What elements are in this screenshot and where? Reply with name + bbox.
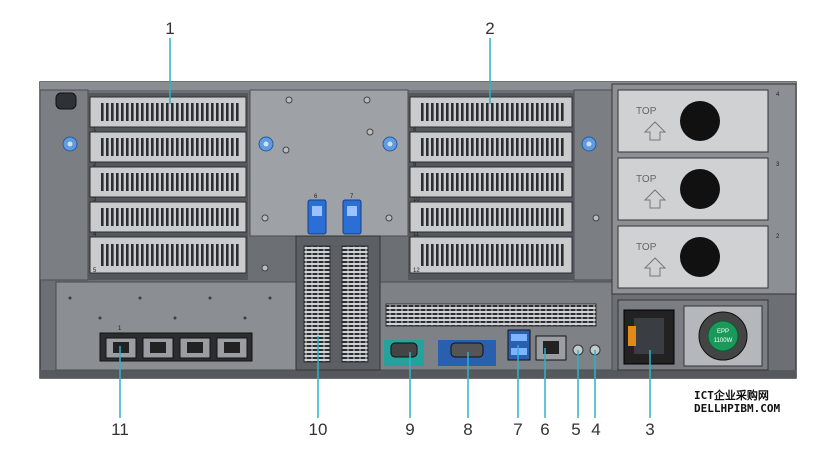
thumbscrew[interactable] <box>258 136 274 152</box>
pcie-slot-cover[interactable] <box>409 131 573 163</box>
power-supply-unit[interactable]: EPP 1100W <box>617 299 769 371</box>
callout-number: 7 <box>513 420 523 439</box>
ethernet-port[interactable] <box>216 337 248 359</box>
psu-bay-number: 3 <box>776 162 780 168</box>
callout-number: 9 <box>405 420 415 439</box>
vga-port[interactable] <box>438 340 496 366</box>
thumbscrew[interactable] <box>382 136 398 152</box>
pcie-slot-cover[interactable] <box>89 201 247 233</box>
psu-top-label: TOP <box>636 106 657 117</box>
psu-bays: TOP TOP TOP 4 3 2 <box>611 83 797 295</box>
slot-number-label: 12 <box>413 268 420 274</box>
psu-badge-brand: EPP <box>717 329 729 335</box>
psu-top-label: TOP <box>636 174 657 185</box>
slot-number-label: 1 <box>93 127 97 133</box>
chassis-handle[interactable] <box>55 92 77 110</box>
watermark-line1: ICT企业采购网 <box>694 389 769 402</box>
thumbscrew[interactable] <box>62 136 78 152</box>
ethernet-port[interactable] <box>142 337 174 359</box>
riser-latch[interactable] <box>342 199 362 235</box>
callout-number: 4 <box>591 420 601 439</box>
callout-number: 1 <box>165 19 175 38</box>
io-panel <box>384 303 601 366</box>
slot-number-label: 8 <box>413 127 417 133</box>
mounting-screws <box>261 96 600 272</box>
psu-module[interactable]: TOP <box>617 225 769 289</box>
usb-ports[interactable] <box>507 329 531 361</box>
serial-port[interactable] <box>384 340 424 366</box>
pcie-slot-cover[interactable] <box>89 236 247 274</box>
pcie-slot-cover[interactable] <box>89 166 247 198</box>
slot-number-label: 2 <box>93 162 97 168</box>
slot-number-label: 11 <box>413 232 420 238</box>
idrac-ethernet-port[interactable] <box>535 335 567 361</box>
pcie-expansion-bay-right: 8 9 10 11 12 <box>408 93 574 280</box>
riser-slot-label: 7 <box>350 194 354 200</box>
pcie-slot-cover[interactable] <box>89 96 247 128</box>
watermark-line2: DELLHPIBM.COM <box>694 402 781 415</box>
nic-port-label: 1 <box>118 326 122 332</box>
slot-number-label: 9 <box>413 162 417 168</box>
psu-bay-number: 4 <box>776 92 780 98</box>
pcie-slot-cover[interactable] <box>409 96 573 128</box>
psu-badge-rating: 1100W <box>714 338 733 344</box>
psu-module[interactable]: TOP <box>617 157 769 221</box>
watermark: ICT企业采购网 DELLHPIBM.COM <box>694 389 780 415</box>
callout-number: 3 <box>645 420 655 439</box>
slot-number-label: 10 <box>413 197 420 203</box>
callout-number: 5 <box>571 420 581 439</box>
pcie-slot-cover[interactable] <box>409 201 573 233</box>
callout-number: 2 <box>485 19 495 38</box>
riser-latch[interactable] <box>307 199 327 235</box>
callout-number: 10 <box>308 420 328 439</box>
slot-number-label: 4 <box>93 232 97 238</box>
pcie-slot-cover[interactable] <box>409 236 573 274</box>
ethernet-port[interactable] <box>105 337 137 359</box>
riser-slot-label: 6 <box>314 194 318 200</box>
riser-slot-cover[interactable] <box>341 245 369 363</box>
psu-bay-number: 2 <box>776 234 780 240</box>
pcie-slot-cover[interactable] <box>409 166 573 198</box>
slot-number-label: 3 <box>93 197 97 203</box>
callout-number: 8 <box>463 420 473 439</box>
slot-number-label: 5 <box>93 268 97 274</box>
lom-network-ports: 1 <box>99 326 253 362</box>
pcie-slot-cover[interactable] <box>89 131 247 163</box>
pcie-expansion-bay-left: 1 2 3 4 5 <box>88 93 248 280</box>
callout-lines <box>119 38 651 418</box>
lower-panel-dots <box>68 296 272 320</box>
psu-top-label: TOP <box>636 242 657 253</box>
callout-number: 6 <box>540 420 550 439</box>
thumbscrew[interactable] <box>581 136 597 152</box>
riser-slot-cover[interactable] <box>303 245 331 363</box>
ethernet-port[interactable] <box>179 337 211 359</box>
psu-module[interactable]: TOP <box>617 89 769 153</box>
riser-card-slots: 6 7 <box>295 194 381 371</box>
callout-number: 11 <box>111 420 129 439</box>
